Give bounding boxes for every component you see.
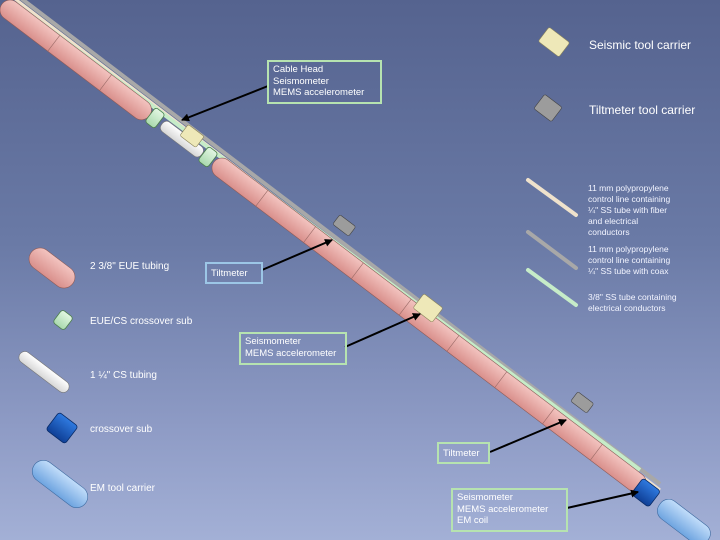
legend-control-line-coax-icon: [526, 230, 578, 270]
callout-cable-head-line-3: MEMS accelerometer: [273, 87, 365, 98]
legend-control-line-fiber-line-2: control line containing: [588, 194, 671, 204]
legend-crossover-blue-icon: [46, 412, 78, 444]
legend-crossover-green-icon: [53, 310, 73, 330]
arrow-tiltmeter-1: [261, 239, 333, 271]
arrow-cable-head: [181, 85, 269, 122]
callout-tiltmeter-2-text: Tiltmeter: [443, 448, 480, 459]
legend-tiltmeter-carrier-icon: [534, 94, 562, 122]
callout-cable-head: Cable Head Seismometer MEMS acceleromete…: [267, 60, 382, 104]
legend-control-line-coax-line-2: control line containing: [588, 255, 671, 265]
legend-tiltmeter-carrier-label: Tiltmeter tool carrier: [589, 103, 696, 117]
tiltmeter-carrier-1: [333, 215, 356, 236]
legend-icons-left: [18, 247, 89, 508]
legend-control-line-fiber-line-3: ¼" SS tube with fiber: [588, 205, 668, 215]
tiltmeter-carrier-2: [571, 392, 594, 413]
legend-control-line-fiber-line-4: and electrical: [588, 216, 639, 226]
eue-tubing-upper: [0, 0, 152, 121]
legend-em-carrier-icon: [31, 460, 89, 508]
callout-bottom-line-3: EM coil: [457, 515, 489, 526]
callout-tiltmeter-2: Tiltmeter: [437, 442, 490, 464]
legend-ss-tube-line-2: electrical conductors: [588, 303, 666, 313]
legend-ss-tube-line-1: 3/8" SS tube containing: [588, 292, 677, 302]
callout-bottom-line-1: Seismometer: [457, 492, 513, 503]
callout-tiltmeter-1-text: Tiltmeter: [211, 268, 248, 279]
legend-ss-tube-icon: [526, 268, 578, 307]
eue-tubing-lower: [211, 157, 647, 493]
legend-control-line-fiber-icon: [526, 178, 578, 217]
callout-cable-head-line-1: Cable Head: [273, 64, 324, 75]
callout-seismometer-mid: Seismometer MEMS accelerometer: [239, 332, 347, 365]
legend-icons-right: [526, 27, 578, 307]
seismic-carrier-upper: [180, 124, 204, 148]
callout-bottom-line-2: MEMS accelerometer: [457, 503, 549, 515]
callout-seismometer-mid-line-1: Seismometer: [245, 336, 301, 347]
em-tool-carrier: [657, 498, 711, 540]
legend-eue-tubing-label: 2 3/8" EUE tubing: [90, 261, 170, 272]
legend-control-line-coax-label: 11 mm polypropylene control line contain…: [588, 244, 670, 277]
arrow-bottom: [566, 489, 639, 509]
legend-control-line-fiber-line-1: 11 mm polypropylene: [588, 183, 669, 193]
callout-tiltmeter-1: Tiltmeter: [205, 262, 263, 284]
arrow-seismometer-mid: [344, 313, 421, 348]
legend-control-line-coax-line-1: 11 mm polypropylene: [588, 244, 669, 254]
legend-cs-tubing-label: 1 ¼" CS tubing: [90, 370, 157, 381]
callout-arrows: [181, 85, 639, 509]
legend-cs-tubing-icon: [18, 351, 70, 393]
legend-control-line-fiber-line-5: conductors: [588, 227, 630, 237]
legend-crossover-sub-eue-cs-label: EUE/CS crossover sub: [90, 316, 193, 327]
callout-bottom: Seismometer MEMS accelerometer EM coil: [451, 488, 568, 532]
crossover-sub-mid: [198, 147, 218, 167]
legend-ss-tube-label: 3/8" SS tube containing electrical condu…: [588, 292, 677, 314]
legend-seismic-carrier-icon: [538, 27, 570, 57]
legend-eue-tubing-icon: [28, 247, 76, 289]
callout-cable-head-line-2: Seismometer: [273, 75, 329, 87]
crossover-sub-blue: [631, 478, 660, 507]
callout-seismometer-mid-line-2: MEMS accelerometer: [245, 347, 337, 359]
arrow-tiltmeter-2: [489, 419, 567, 453]
legend-control-line-coax-line-3: ¼" SS tube with coax: [588, 266, 669, 276]
seismic-carrier-mid: [413, 294, 443, 322]
legend-em-tool-carrier-label: EM tool carrier: [90, 483, 156, 494]
legend-control-line-fiber-label: 11 mm polypropylene control line contain…: [588, 183, 670, 238]
crossover-sub-upper: [145, 108, 165, 128]
legend-seismic-carrier-label: Seismic tool carrier: [589, 38, 692, 52]
legend-crossover-sub-label: crossover sub: [90, 424, 153, 435]
